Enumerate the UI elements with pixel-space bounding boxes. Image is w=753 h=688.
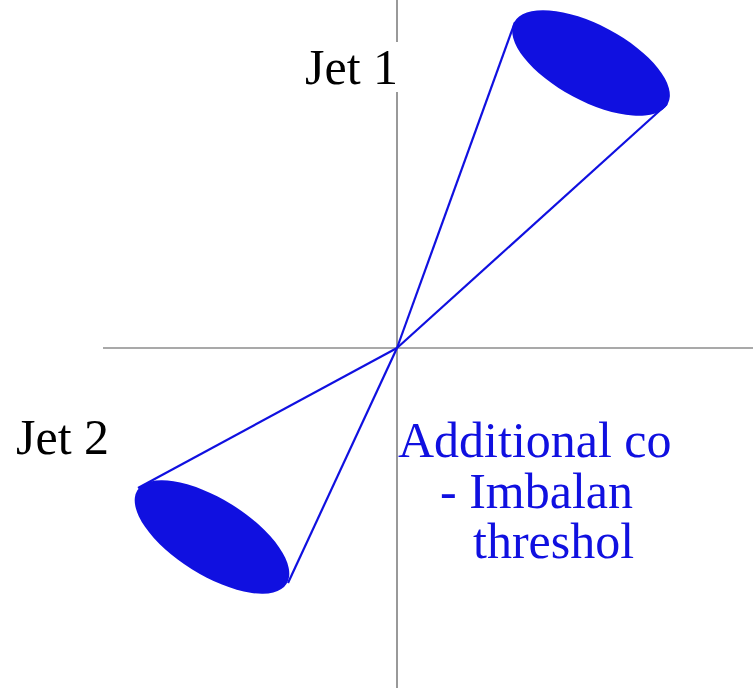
note-heading: Additional co	[398, 415, 672, 465]
jet-label: Jet 1	[303, 42, 400, 92]
jet-label: Jet 2	[16, 412, 109, 462]
note-line: - Imbalan	[440, 466, 633, 516]
horizontal-axis	[103, 347, 753, 348]
jet-cone-lower	[117, 348, 397, 616]
jet-cone-upper	[397, 0, 686, 348]
note-line: threshol	[473, 516, 634, 566]
